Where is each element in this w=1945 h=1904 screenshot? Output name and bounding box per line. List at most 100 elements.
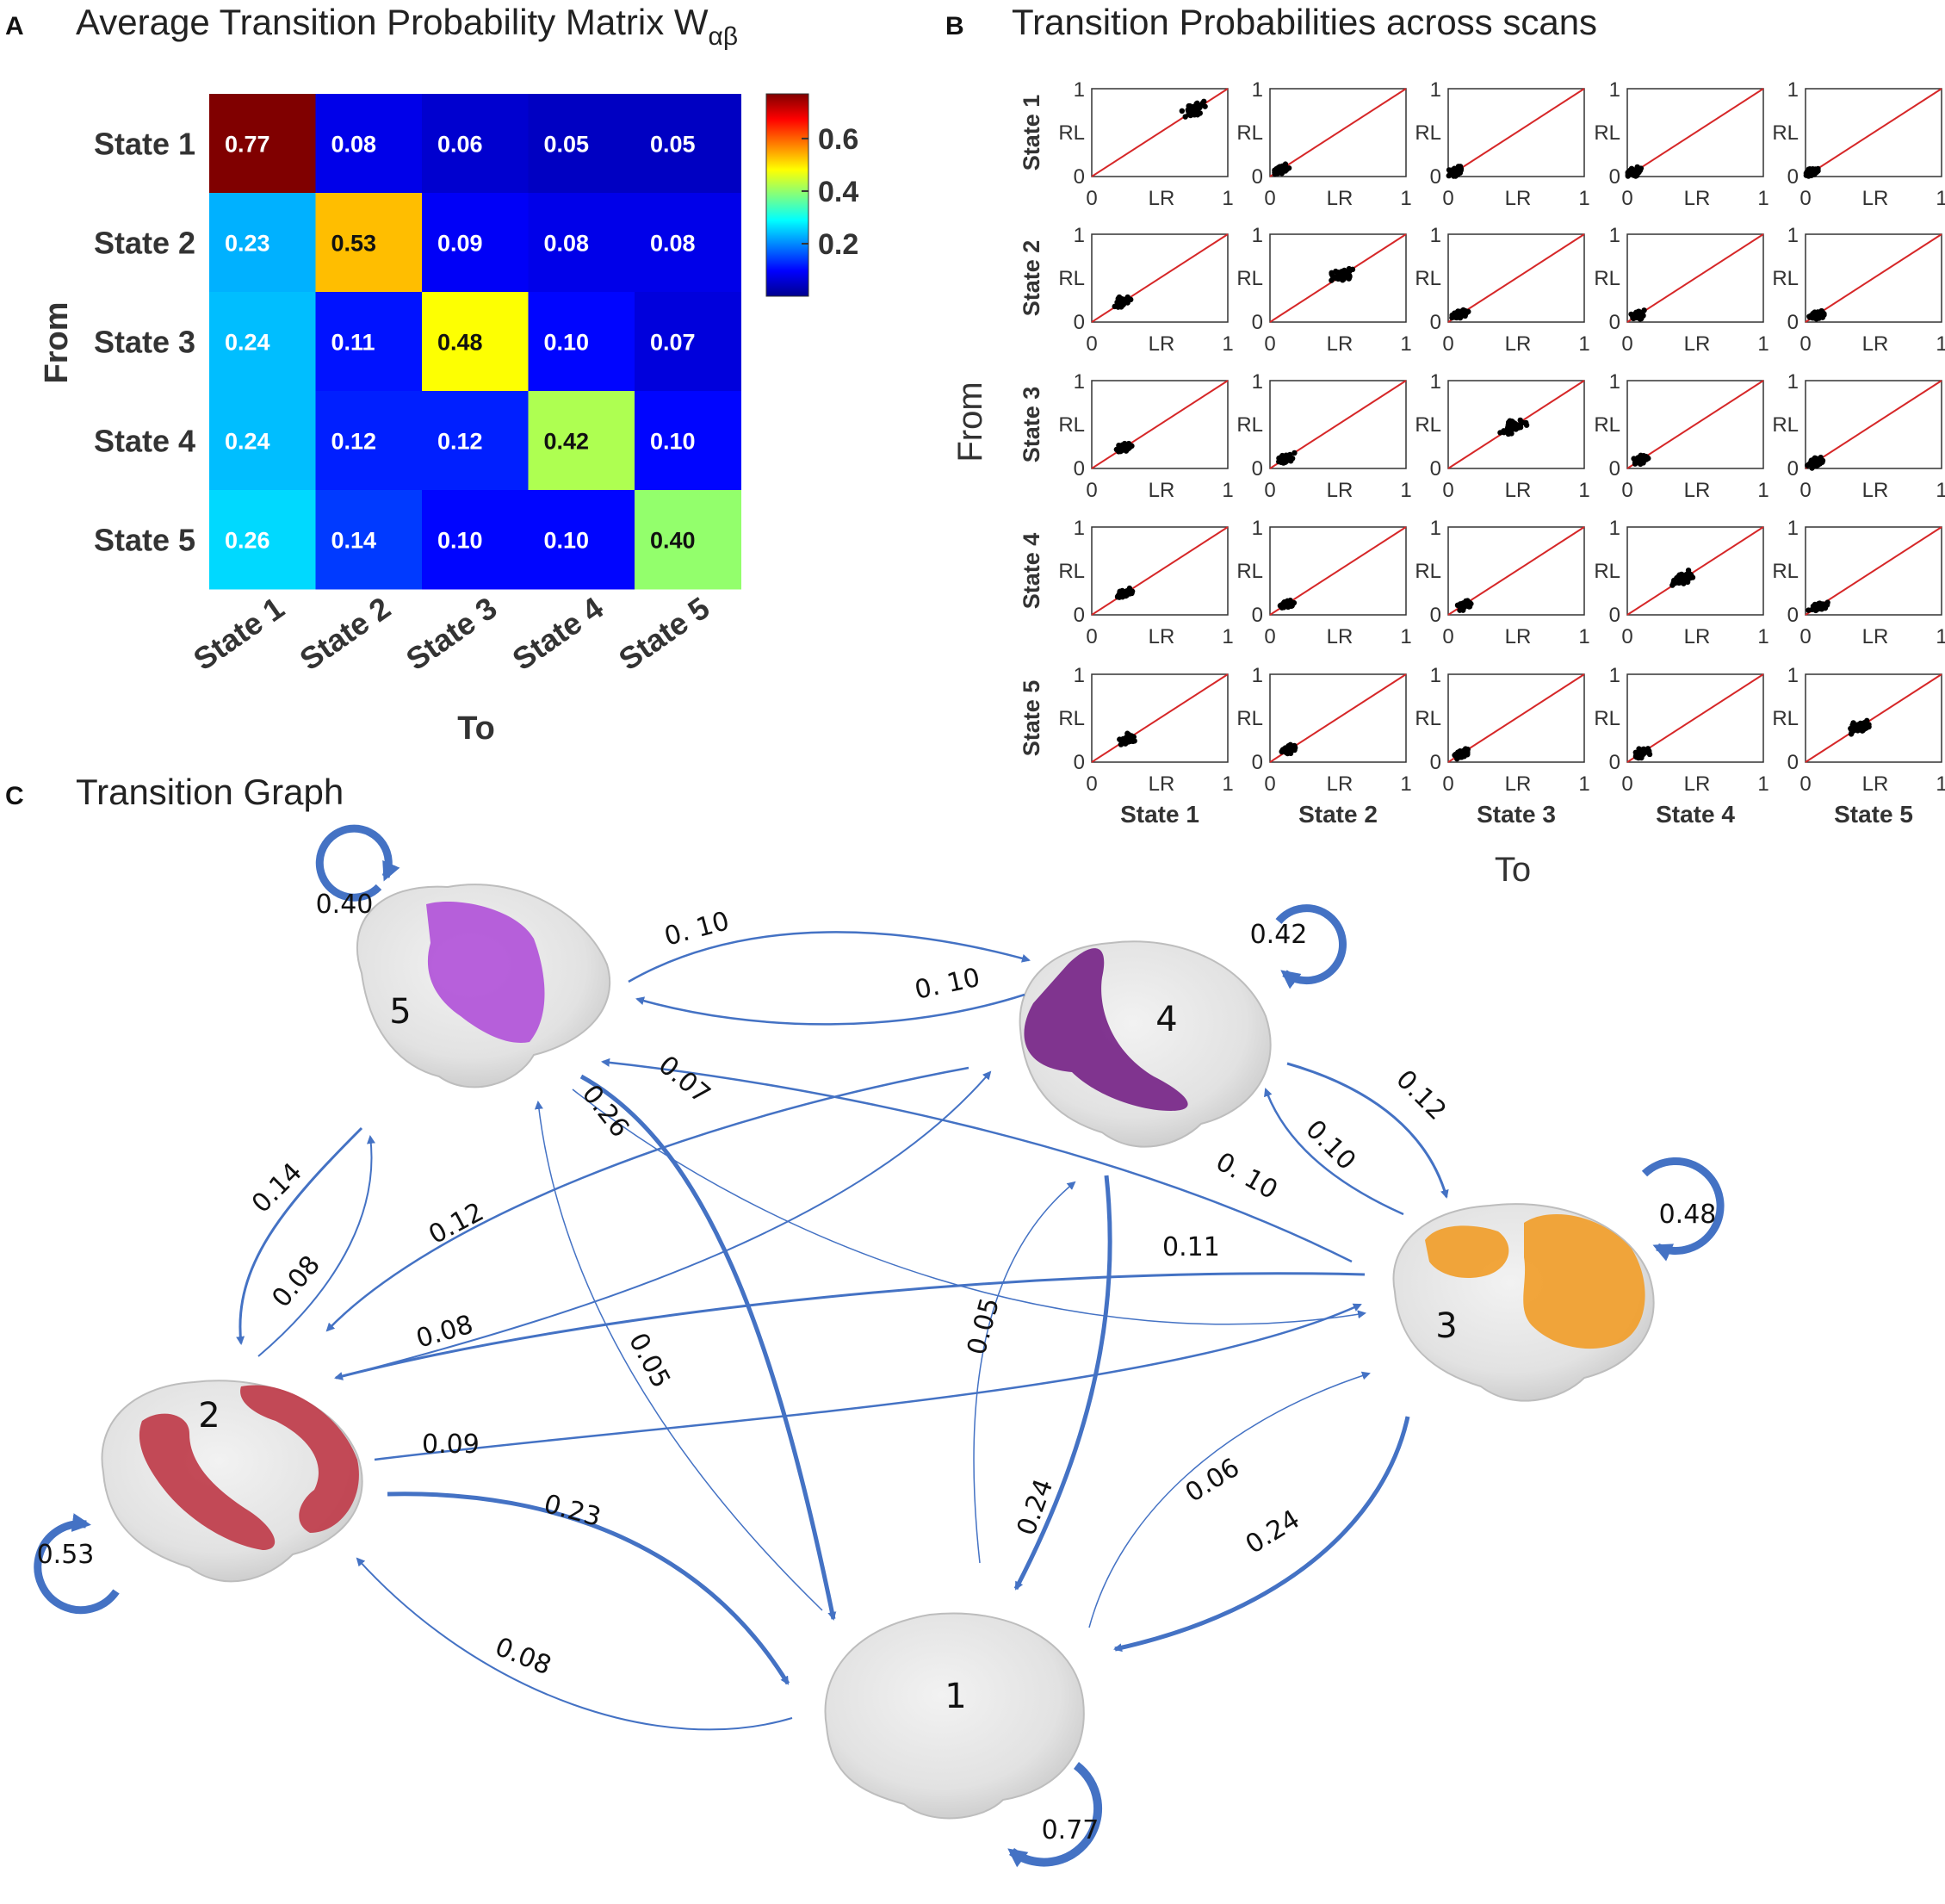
heatmap-cell <box>315 94 423 194</box>
identity-line <box>1091 526 1229 616</box>
x-axis-label: LR <box>1505 625 1532 648</box>
heatmap-cell <box>422 490 529 590</box>
heatmap-cell <box>528 193 635 293</box>
x-tick-1: 1 <box>1578 772 1589 796</box>
identity-line <box>1447 526 1585 616</box>
scatter-point <box>1815 313 1821 319</box>
heatmap-row-label: State 2 <box>94 226 195 261</box>
panel-b: B Transition Probabilities across scans … <box>945 2 1945 889</box>
x-axis-label: LR <box>1862 772 1889 796</box>
scatter-point <box>1806 166 1812 172</box>
identity-line <box>1091 673 1229 763</box>
heatmap-cell-label: 0.06 <box>437 132 483 158</box>
heatmap-cell-label: 0.53 <box>331 231 377 257</box>
brain-node-4: 4 <box>1019 940 1272 1148</box>
y-tick-1: 1 <box>1252 78 1263 102</box>
heatmap-cell-label: 0.14 <box>331 528 377 554</box>
x-tick-0: 0 <box>1442 772 1453 796</box>
y-axis-label: RL <box>1415 560 1441 583</box>
identity-line <box>1805 233 1942 323</box>
heatmap-cell <box>209 490 316 590</box>
identity-line <box>1269 88 1407 177</box>
y-axis-label: RL <box>1415 267 1441 290</box>
scatter-point <box>1284 599 1290 605</box>
heatmap-cell-label: 0.48 <box>437 330 483 356</box>
edge-1-to-2 <box>356 1557 793 1731</box>
scatter-point <box>1124 587 1130 594</box>
x-tick-0: 0 <box>1442 479 1453 502</box>
edge-label-2-3: 0.09 <box>422 1430 480 1460</box>
scatter-point <box>1292 450 1298 456</box>
scatter-point <box>1646 751 1653 758</box>
y-tick-1: 1 <box>1430 517 1441 540</box>
scatter-point <box>1849 722 1855 729</box>
x-tick-0: 0 <box>1799 332 1811 356</box>
scatter-col-label: State 3 <box>1477 801 1556 828</box>
heatmap-cell-label: 0.10 <box>437 528 483 554</box>
x-axis-label: LR <box>1327 625 1353 648</box>
y-tick-1: 1 <box>1252 370 1263 394</box>
brain-3-region-b <box>1523 1214 1645 1349</box>
y-tick-0: 0 <box>1787 751 1799 774</box>
heatmap-cell <box>209 193 316 293</box>
x-axis-label: LR <box>1327 187 1353 210</box>
identity-line <box>1447 673 1585 763</box>
scatter-point <box>1631 168 1638 175</box>
x-tick-0: 0 <box>1799 187 1811 210</box>
heatmap-cell-label: 0.05 <box>544 132 590 158</box>
edge-label-1-3: 0.06 <box>1180 1453 1245 1509</box>
x-tick-0: 0 <box>1264 332 1275 356</box>
x-axis-label: LR <box>1149 772 1175 796</box>
x-axis-label: LR <box>1684 772 1711 796</box>
y-tick-0: 0 <box>1252 457 1263 481</box>
heatmap-cell-label: 0.08 <box>650 231 696 257</box>
heatmap-cell-label: 0.07 <box>650 330 696 356</box>
y-tick-0: 0 <box>1787 604 1799 627</box>
heatmap-cell <box>528 94 635 194</box>
x-axis-label: LR <box>1149 187 1175 210</box>
colorbar-tick-label: 0.2 <box>818 228 858 261</box>
scatter-point <box>1285 164 1292 171</box>
scatter-point <box>1124 730 1130 736</box>
scatter-point <box>1182 114 1188 120</box>
x-axis-label: LR <box>1327 332 1353 356</box>
y-axis-label: RL <box>1415 707 1441 730</box>
scatter-point <box>1452 310 1459 316</box>
y-axis-label: RL <box>1772 413 1799 437</box>
scatter-point <box>1807 460 1814 467</box>
x-tick-1: 1 <box>1222 479 1233 502</box>
x-axis-label: LR <box>1149 479 1175 502</box>
x-axis-label: LR <box>1149 625 1175 648</box>
y-tick-1: 1 <box>1074 78 1085 102</box>
edge-1-to-4 <box>973 1181 1076 1564</box>
y-tick-1: 1 <box>1787 517 1799 540</box>
x-tick-0: 0 <box>1621 332 1632 356</box>
heatmap-cell <box>635 391 741 491</box>
x-tick-0: 0 <box>1086 772 1097 796</box>
scatter-point <box>1464 747 1470 753</box>
x-tick-0: 0 <box>1086 332 1097 356</box>
edge-3-to-1 <box>1113 1416 1410 1653</box>
heatmap-cell-label: 0.42 <box>544 429 590 455</box>
self-loop-label-3: 0.48 <box>1659 1200 1717 1230</box>
panel-c-title: Transition Graph <box>76 772 344 812</box>
y-tick-0: 0 <box>1609 311 1620 334</box>
y-tick-1: 1 <box>1609 370 1620 394</box>
x-axis-label: LR <box>1862 625 1889 648</box>
heatmap-col-label: State 4 <box>506 590 610 677</box>
edge-label-3-1: 0.24 <box>1241 1504 1305 1560</box>
heatmap-cell <box>315 490 423 590</box>
y-axis-label: RL <box>1772 267 1799 290</box>
y-tick-1: 1 <box>1787 78 1799 102</box>
x-tick-1: 1 <box>1400 772 1411 796</box>
edge-label-4-2: 0.12 <box>424 1197 488 1250</box>
edge-label-3-2: 0.11 <box>1162 1232 1220 1262</box>
colorbar-gradient <box>765 93 809 297</box>
heatmap-cell-label: 0.05 <box>650 132 696 158</box>
self-loop-labels: 0.40 0.42 0.48 0.53 0.77 <box>37 890 1717 1845</box>
scatter-point <box>1633 309 1640 316</box>
